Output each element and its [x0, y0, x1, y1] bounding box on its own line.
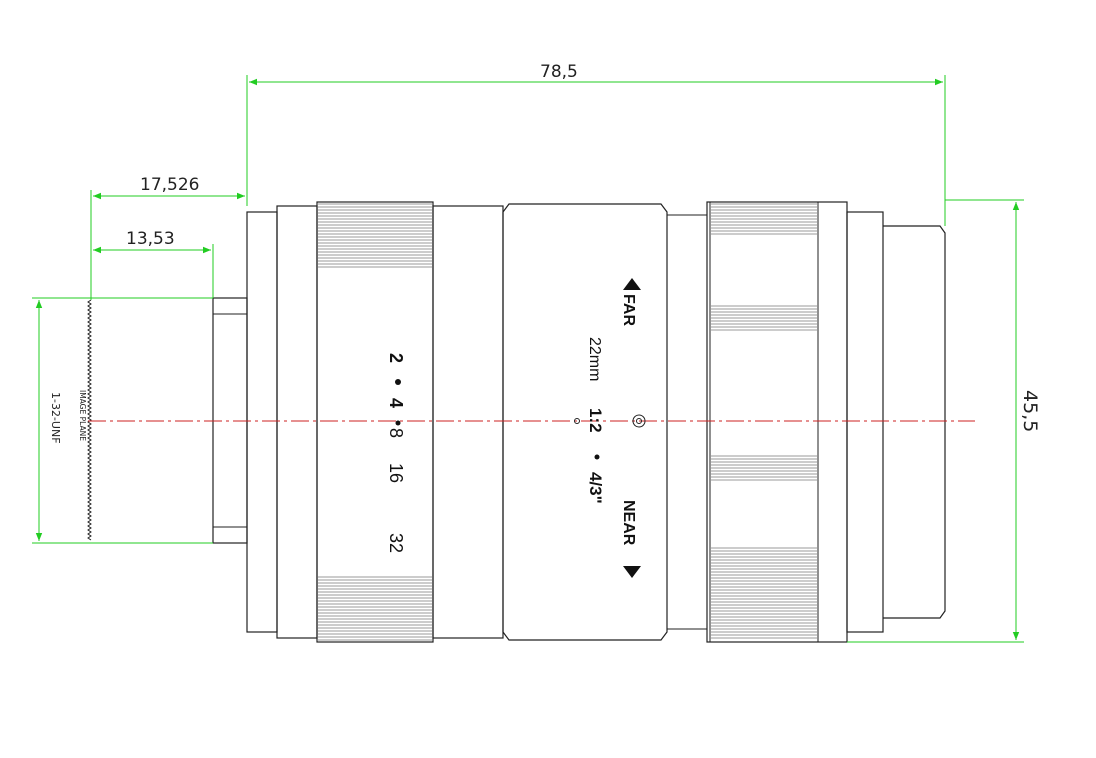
aperture-4: 4: [386, 398, 406, 408]
lens-body: [212, 201, 946, 643]
dimension-diameter: 45,5: [847, 199, 1041, 643]
index-mark-icon: [632, 414, 646, 428]
dimension-mount-distance: 13,53: [93, 229, 214, 298]
image-plane-line: [87, 299, 92, 541]
far-arrow-icon: [623, 278, 641, 290]
aperture-scale: 2 4 8 16 32: [386, 353, 406, 553]
thread-text: 1-32-UNF: [49, 392, 62, 444]
image-plane: [87, 299, 92, 541]
dimension-thread: 1-32-UNF: [32, 297, 213, 544]
flange-distance-text: 17,526: [140, 175, 199, 195]
focus-far-label: FAR: [620, 294, 637, 326]
focal-length-label: 22mm: [586, 337, 603, 381]
aperture-32: 32: [386, 533, 406, 553]
aperture-16: 16: [386, 463, 406, 483]
dimension-overall: 78,5: [246, 62, 946, 226]
max-aperture-label: 1:2: [586, 408, 605, 433]
focus-near-label: NEAR: [620, 500, 637, 546]
sensor-format-label: 4/3": [586, 472, 605, 504]
diameter-text: 45,5: [1019, 390, 1041, 432]
near-arrow-icon: [623, 566, 641, 578]
focus-barrel: [502, 203, 668, 641]
front-cell: [883, 225, 946, 619]
aperture-dot: [395, 379, 401, 385]
mount-flange: [246, 211, 278, 633]
aperture-8: 8: [386, 428, 406, 438]
overall-length-text: 78,5: [540, 62, 578, 82]
mount-distance-text: 13,53: [126, 229, 175, 249]
image-plane-label: IMAGE PLANE: [78, 390, 87, 441]
dimension-flange-distance: 17,526: [90, 175, 245, 300]
focus-ring: [706, 201, 848, 643]
aperture-ring: [316, 201, 434, 643]
knurl-patterns: [318, 203, 817, 641]
focus-markings: FAR 22mm 1:2 4/3" NEAR: [574, 278, 646, 578]
aperture-2: 2: [386, 353, 406, 363]
